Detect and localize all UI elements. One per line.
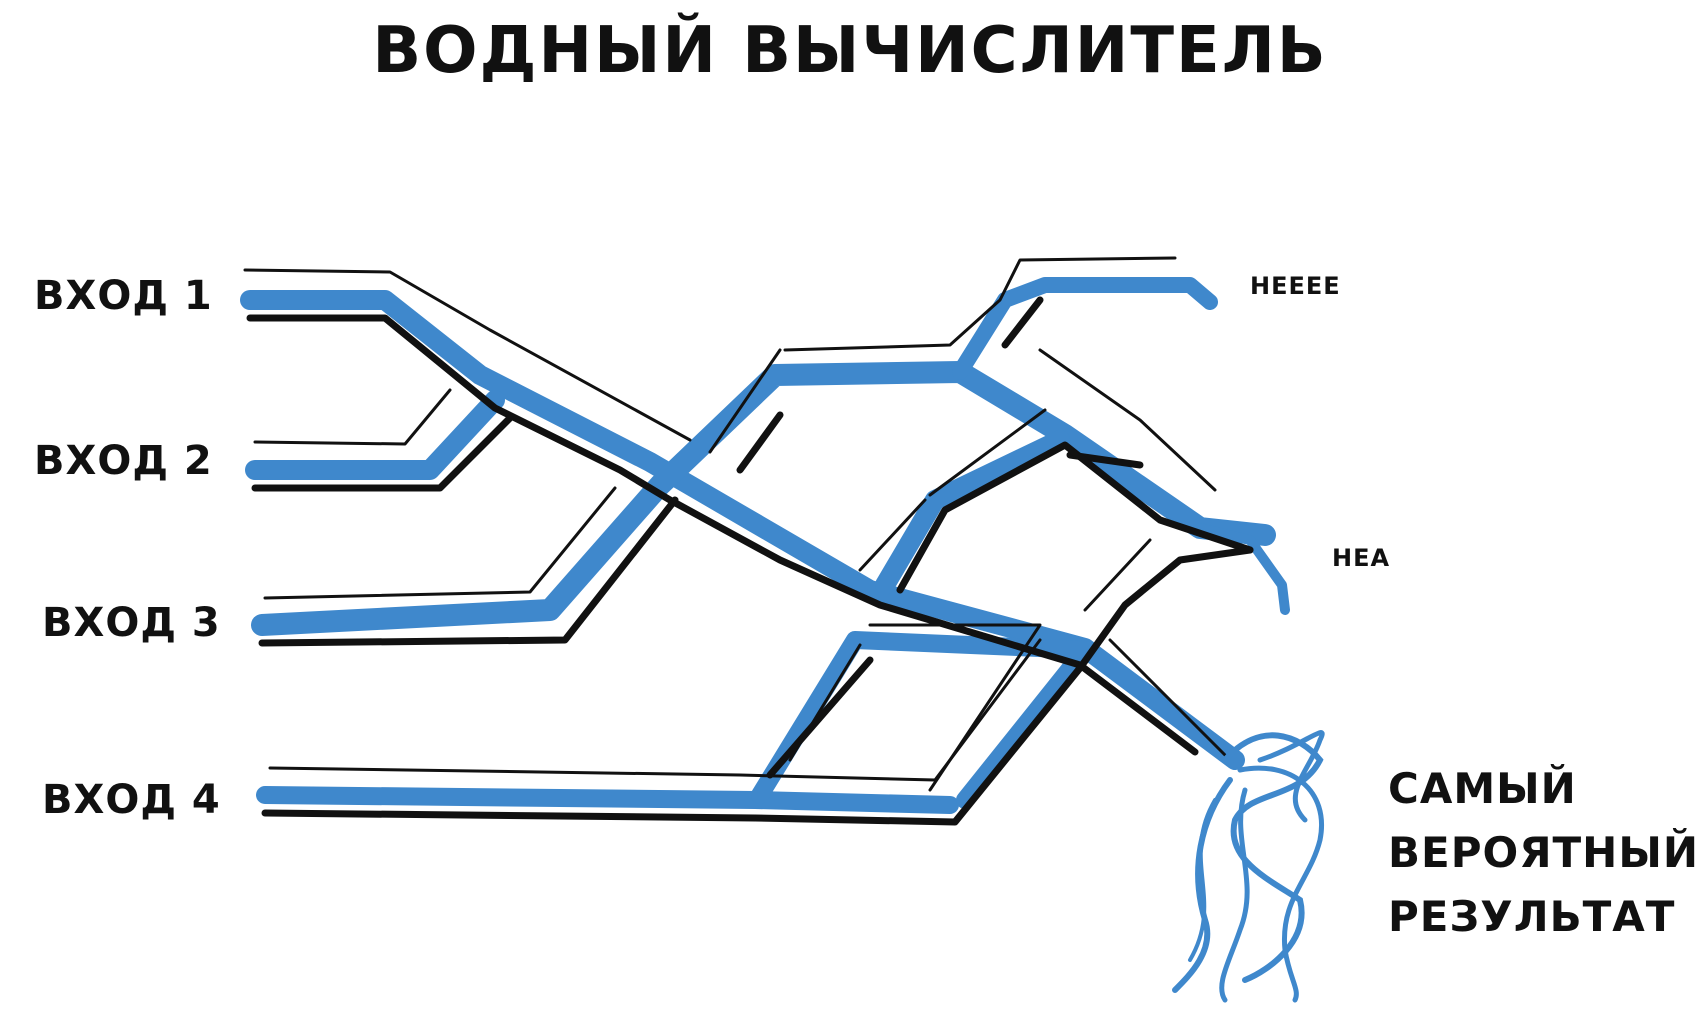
pipe-wall	[896, 441, 1254, 594]
pipe-wall	[783, 256, 1177, 352]
pipe-wall	[1076, 546, 1254, 672]
output-label-middle: НЕА	[1332, 544, 1391, 572]
pipe-wall	[788, 643, 862, 762]
water-channel	[751, 631, 1094, 809]
water-tangle-stroke	[1257, 730, 1325, 823]
water-flow	[240, 277, 1290, 814]
result-water-tangle	[1172, 730, 1325, 1003]
result-label-line: САМЫЙ	[1388, 764, 1577, 813]
input-label-2: ВХОД 2	[34, 438, 213, 484]
pipe-wall	[766, 656, 874, 779]
result-label-line: РЕЗУЛЬТАТ	[1388, 892, 1676, 941]
result-label-line: ВЕРОЯТНЫЙ	[1388, 828, 1699, 877]
water-tangle-stroke	[1188, 798, 1217, 962]
pipe-wall	[736, 411, 784, 474]
pipe-wall	[1108, 638, 1227, 757]
pipe-wall	[868, 623, 1042, 792]
pipe-wall	[263, 486, 617, 600]
pipe-wall	[1083, 538, 1152, 612]
pipe-wall	[858, 498, 927, 572]
water-channel	[952, 277, 1218, 380]
pipe-wall	[261, 664, 1084, 826]
pipe-wall	[258, 496, 679, 647]
pipe-wall	[268, 638, 1042, 782]
water-channel	[1195, 523, 1290, 615]
input-label-1: ВХОД 1	[34, 273, 213, 319]
pipe-wall	[243, 268, 692, 442]
pipe-wall	[928, 408, 1047, 497]
water-tangle-stroke	[1222, 732, 1324, 983]
water-channel	[256, 786, 959, 814]
pipe-wall	[253, 388, 452, 446]
water-channel	[875, 430, 1070, 595]
output-label-top: НЕЕЕЕ	[1250, 272, 1341, 300]
pipe-wall	[246, 314, 1199, 756]
result-label: САМЫЙ ВЕРОЯТНЫЙ РЕЗУЛЬТАТ	[1388, 757, 1699, 949]
pipe-walls	[243, 256, 1254, 826]
diagram-title: ВОДНЫЙ ВЫЧИСЛИТЕЛЬ	[372, 14, 1328, 88]
water-tangle-stroke	[1219, 787, 1250, 1003]
input-label-4: ВХОД 4	[42, 777, 221, 823]
water-tangle-stroke	[1237, 765, 1324, 1003]
pipe-wall	[251, 414, 514, 492]
input-label-3: ВХОД 3	[42, 600, 221, 646]
water-channel	[245, 390, 505, 480]
pipe-wall	[1038, 348, 1217, 492]
water-channel	[240, 290, 1245, 770]
water-channel	[251, 361, 1276, 636]
pipe-wall	[1001, 296, 1044, 349]
pipe-wall	[708, 348, 782, 454]
